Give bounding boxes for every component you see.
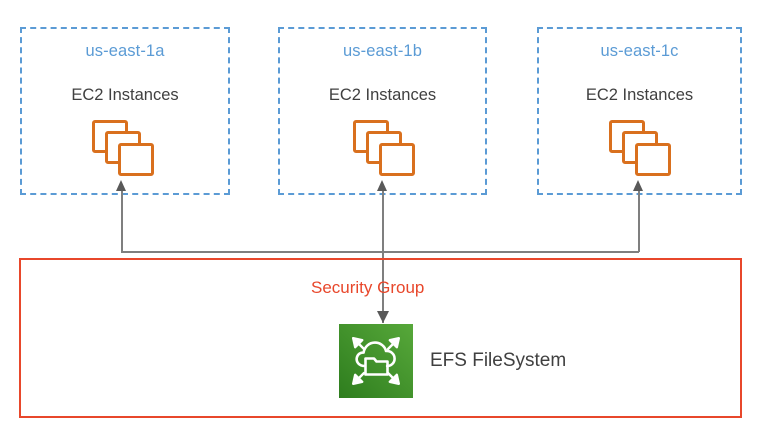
connector-vertical-us-east-1a — [121, 190, 123, 252]
ec2-instances-icon-us-east-1c[interactable] — [609, 120, 671, 176]
connector-vertical-efs-trunk — [382, 251, 384, 323]
security-group-boundary[interactable] — [19, 258, 742, 418]
security-group-label: Security Group — [311, 278, 425, 297]
arrowhead-up-us-east-1b — [377, 180, 387, 191]
az-label-us-east-1c: us-east-1c — [600, 42, 679, 60]
arrowhead-up-us-east-1c — [633, 180, 643, 191]
az-resource-label-us-east-1a: EC2 Instances — [71, 86, 179, 104]
efs-filesystem-icon[interactable] — [339, 324, 413, 398]
efs-icon-svg — [339, 324, 413, 398]
ec2-instances-icon-us-east-1b[interactable] — [353, 120, 415, 176]
az-label-us-east-1a: us-east-1a — [85, 42, 165, 60]
az-resource-label-us-east-1c: EC2 Instances — [585, 86, 694, 104]
az-resource-label-us-east-1b: EC2 Instances — [328, 86, 437, 104]
ec2-instances-icon-us-east-1a[interactable] — [92, 120, 154, 176]
connector-horizontal-bus — [121, 251, 639, 253]
connector-vertical-us-east-1b — [382, 190, 384, 252]
efs-filesystem-label: EFS FileSystem — [430, 350, 567, 371]
az-label-us-east-1b: us-east-1b — [343, 42, 422, 60]
ec2-square-front — [118, 143, 154, 176]
availability-zone-us-east-1a[interactable] — [20, 27, 230, 195]
ec2-square-front — [379, 143, 415, 176]
ec2-square-front — [635, 143, 671, 176]
arrowhead-down-efs — [377, 311, 389, 323]
arrowhead-up-us-east-1a — [116, 180, 126, 191]
connector-vertical-us-east-1c — [638, 190, 640, 252]
